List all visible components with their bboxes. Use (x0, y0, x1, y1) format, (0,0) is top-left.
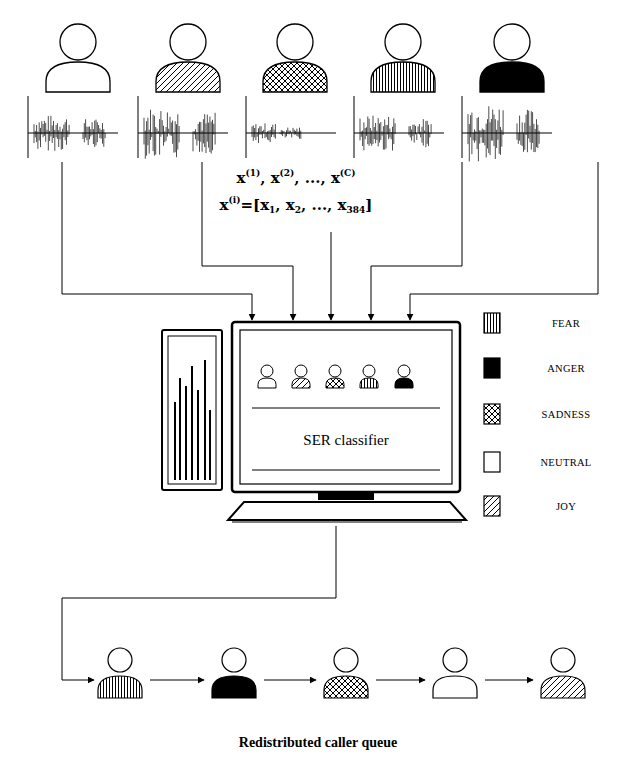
computer (162, 322, 466, 522)
caller-icon (395, 365, 413, 388)
classifier-screen: SER classifier (242, 412, 450, 468)
waveform (138, 96, 228, 159)
output-arrow (62, 526, 336, 680)
caller-icon (98, 648, 142, 698)
legend-swatch (484, 496, 500, 516)
caller-icon (156, 24, 220, 92)
legend-label: NEUTRAL (540, 457, 591, 468)
caller-icon (212, 648, 256, 698)
caller-icon (326, 365, 344, 388)
caller-icon (480, 24, 544, 92)
feature-vector: x(i)=[x1, x2, ..., x384] (220, 195, 373, 215)
node-label: SER classifier (301, 432, 390, 449)
waveform (28, 96, 118, 158)
caller-icon (360, 365, 378, 388)
caller-icon (292, 365, 310, 388)
waveform (462, 96, 552, 161)
waveform (354, 96, 444, 158)
caller-queue (98, 648, 585, 698)
legend-swatch (484, 313, 500, 333)
caption: Redistributed caller queue (239, 735, 397, 751)
legend (484, 313, 500, 516)
caller-icon (541, 648, 585, 698)
callers (28, 24, 552, 161)
legend-label: ANGER (547, 363, 585, 374)
caller-icon (46, 24, 110, 92)
legend-label: FEAR (552, 318, 580, 329)
caller-icon (433, 648, 477, 698)
caller-icon (263, 24, 327, 92)
feature-vector: x(1), x(2), ..., x(C) (236, 168, 355, 187)
legend-swatch (484, 452, 500, 472)
waveform (246, 96, 336, 158)
legend-swatch (484, 358, 500, 378)
caller-icon (324, 648, 368, 698)
legend-label: SADNESS (542, 409, 591, 420)
legend-swatch (484, 404, 500, 424)
input-arrows (62, 162, 598, 320)
legend-label: JOY (556, 501, 576, 512)
caller-icon (258, 365, 276, 388)
caller-icon (371, 24, 435, 92)
